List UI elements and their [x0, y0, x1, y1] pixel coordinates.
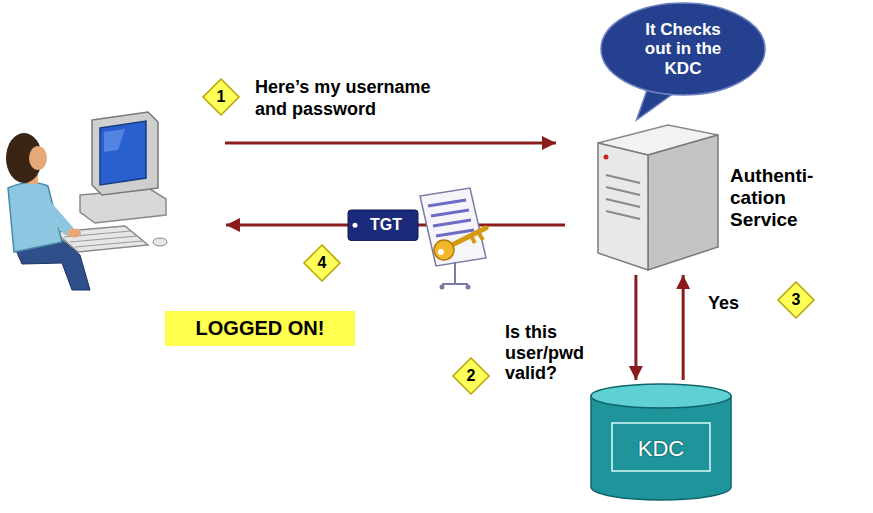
certificate-line	[431, 210, 469, 216]
user-at-computer	[6, 112, 167, 290]
server-node-outline	[590, 125, 725, 272]
key-tooth	[478, 232, 483, 240]
key-icon	[434, 228, 486, 260]
server-side	[648, 135, 718, 270]
edge-label: Yes	[708, 293, 739, 314]
network-dot	[466, 285, 471, 290]
desktop-unit	[80, 189, 166, 223]
certificate-line	[433, 220, 471, 226]
status-banner: LOGGED ON!	[165, 311, 355, 346]
callout-diamond: 1	[202, 78, 240, 116]
cylinder-top	[591, 384, 731, 408]
database-cylinder: KDC	[590, 383, 732, 501]
edge-label: Is this user/pwd valid?	[505, 322, 597, 384]
callout-number: 2	[467, 367, 476, 385]
callout-diamond: 4	[303, 244, 341, 282]
tag-hole	[353, 223, 358, 228]
arm	[38, 196, 68, 230]
diamond-outline	[453, 358, 489, 394]
key-tooth	[471, 236, 475, 243]
diamond-outline	[304, 245, 340, 281]
bubble-body	[601, 3, 765, 95]
server-node: Authenti- cation Service	[590, 125, 725, 272]
cylinder-panel	[612, 423, 710, 471]
status-text: LOGGED ON!	[196, 317, 325, 340]
network-stem	[454, 262, 456, 284]
certificate-icon	[420, 188, 486, 290]
bubble-text: It Checks out in the KDC	[636, 20, 731, 79]
certificate-line	[428, 200, 466, 206]
callout-number: 4	[318, 254, 327, 272]
key-bow	[434, 240, 454, 260]
ticket-tag: TGT	[348, 210, 418, 240]
screen-glare	[104, 129, 125, 152]
database-label: KDC	[638, 422, 684, 461]
monitor	[92, 112, 158, 195]
mouse	[153, 238, 167, 246]
server-label: Authenti- cation Service	[730, 165, 813, 231]
face	[29, 146, 47, 170]
drive-slot	[606, 199, 640, 207]
diamond-outline	[203, 79, 239, 115]
flow-arrow	[634, 275, 637, 380]
step-label: Here’s my username and password	[255, 77, 450, 120]
drive-slot	[606, 187, 640, 195]
network-bar	[442, 283, 468, 285]
server-tower	[598, 125, 718, 270]
key-hole	[438, 249, 444, 255]
speech-bubble: It Checks out in the KDC	[600, 2, 766, 96]
flow-arrow	[682, 275, 685, 380]
cylinder-body	[591, 396, 731, 500]
certificate-page	[420, 188, 486, 266]
drive-slot	[606, 175, 640, 183]
diamond-outline	[778, 282, 814, 318]
server-front	[598, 143, 648, 270]
callout-diamond: 2	[452, 357, 490, 395]
hand	[67, 229, 81, 238]
key-row	[70, 236, 137, 242]
request-arrow	[225, 142, 556, 145]
callout-diamond: 3	[777, 281, 815, 319]
monitor-screen	[100, 121, 146, 185]
key-shaft	[450, 228, 486, 246]
callout-number: 3	[792, 291, 801, 309]
ticket-label: TGT	[364, 216, 402, 234]
banner-fill	[165, 311, 355, 346]
tag-body	[348, 210, 418, 240]
callout-number: 1	[217, 88, 226, 106]
key-row	[75, 241, 142, 247]
drive-slot	[606, 211, 640, 219]
network-dot	[440, 285, 445, 290]
power-light	[604, 155, 609, 160]
